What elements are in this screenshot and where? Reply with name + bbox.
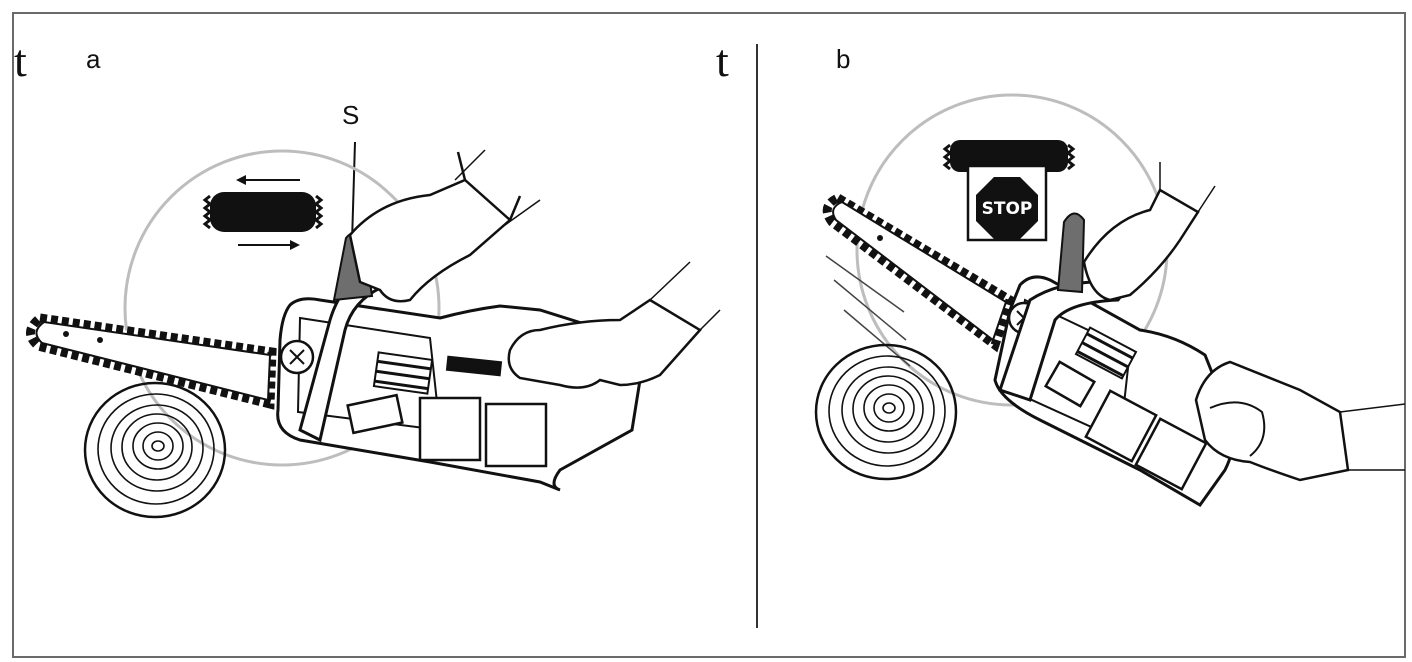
panel-b-label: b — [836, 44, 850, 74]
panel-b-marker: t — [716, 35, 729, 86]
log-end-b — [816, 345, 956, 479]
guide-bar — [30, 318, 272, 404]
chain-running-icon — [205, 175, 321, 250]
panel-a-callout-label: S — [342, 100, 359, 130]
panel-a-label: a — [86, 44, 101, 74]
panel-a: t a S — [14, 35, 720, 517]
chain-brake-lever-b — [1058, 213, 1084, 292]
chain-stop-icon: STOP — [945, 140, 1073, 240]
hand-front-b — [1084, 162, 1215, 300]
callout-leader-line — [352, 142, 355, 242]
panel-b: t b STOP — [716, 35, 1405, 505]
outer-frame — [13, 13, 1405, 657]
hand-front — [350, 150, 540, 301]
log-end — [85, 383, 225, 517]
panel-a-marker: t — [14, 35, 27, 86]
stop-sign-text: STOP — [982, 199, 1033, 219]
